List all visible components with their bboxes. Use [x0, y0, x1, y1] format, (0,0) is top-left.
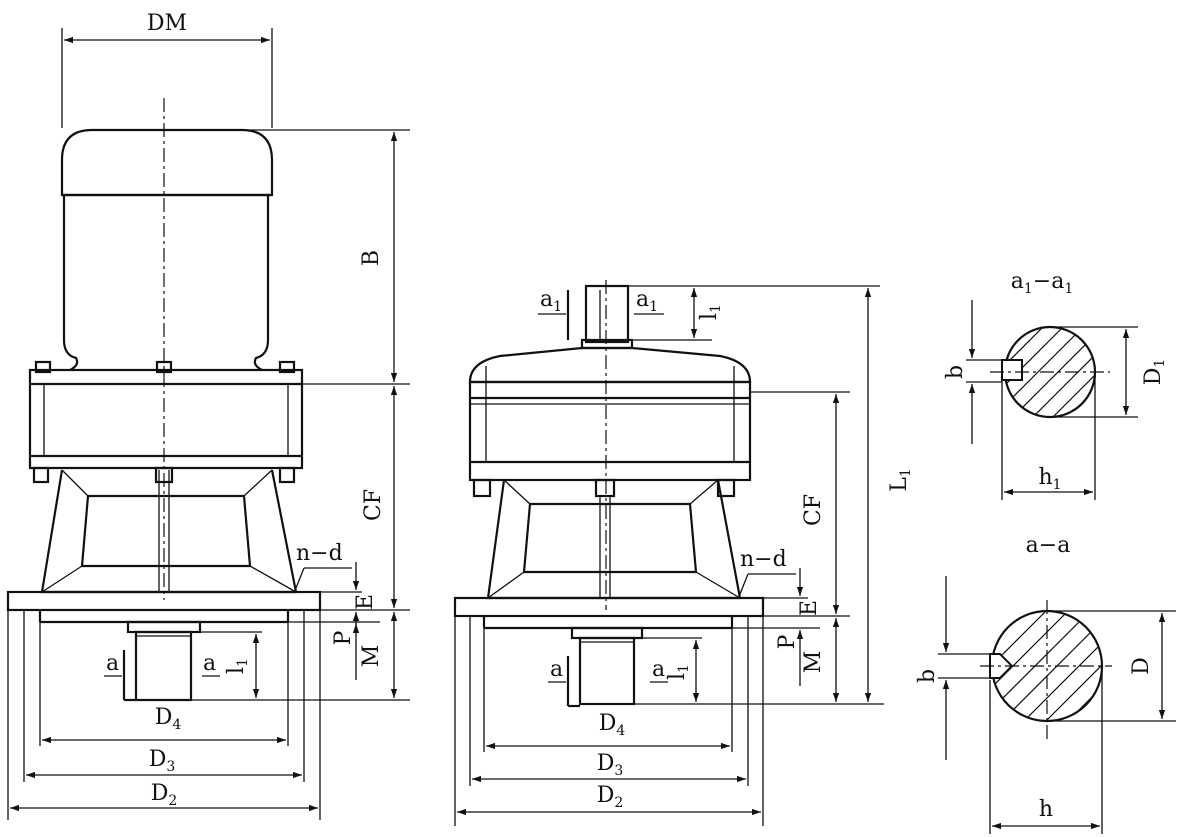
- section-mark-a-mid: a: [550, 657, 563, 682]
- l1-mid-lower-label: l1: [665, 664, 692, 680]
- middle-view: a1 a1: [453, 280, 914, 826]
- h1-label: h1: [1038, 465, 1061, 493]
- m-label: M: [359, 645, 384, 668]
- p-label: P: [331, 630, 356, 645]
- d2-label-left: D2: [151, 781, 178, 809]
- section-mark-a1-left: a: [203, 651, 216, 676]
- cf-mid-label: CF: [801, 494, 826, 526]
- e-label: E: [353, 594, 378, 610]
- motor: [60, 128, 274, 371]
- d3-label-mid: D3: [597, 751, 624, 779]
- cf-label: CF: [361, 489, 386, 521]
- section-mark-a-left: a: [106, 651, 119, 676]
- d4-label-left: D4: [155, 705, 182, 733]
- h-label: h: [1039, 797, 1053, 822]
- key-b-label-1: b: [943, 365, 968, 379]
- dm-label: DM: [147, 11, 187, 36]
- section-mark-a1-mid: a: [652, 657, 665, 682]
- d2-label-mid: D2: [597, 783, 624, 811]
- d-label: D: [1129, 657, 1154, 675]
- left-view: DM B CF M E P n−d l1 a a: [6, 11, 410, 820]
- base-flange: [6, 590, 322, 624]
- d3-label-left: D3: [149, 747, 176, 775]
- section-a1-a1-title: a1−a1: [1011, 269, 1074, 297]
- output-shaft: [126, 620, 202, 702]
- l1-mid-label: l1: [697, 304, 724, 320]
- section-mark-a1-top-left: a1: [540, 287, 562, 315]
- e-mid-label: E: [797, 600, 822, 616]
- p-mid-label: P: [775, 634, 800, 649]
- nd-label: n−d: [296, 541, 343, 566]
- section-a1-a1: a1−a1 b D1 h1: [943, 269, 1168, 500]
- m-mid-label: M: [801, 651, 826, 674]
- nd-mid-label: n−d: [740, 547, 787, 572]
- gearbox-housing: [28, 360, 304, 484]
- lantern-housing: [40, 469, 298, 594]
- big-l1-label: L1: [887, 468, 914, 492]
- section-a-a: a−a b D h: [915, 533, 1176, 834]
- d1-label: D1: [1141, 359, 1168, 386]
- key-b-label-2: b: [915, 669, 940, 683]
- b-label: B: [359, 250, 384, 266]
- d4-label-mid: D4: [599, 711, 626, 739]
- l1-left-label: l1: [224, 658, 251, 674]
- section-a-a-title: a−a: [1026, 533, 1071, 558]
- section-mark-a1-top-right: a1: [636, 287, 658, 315]
